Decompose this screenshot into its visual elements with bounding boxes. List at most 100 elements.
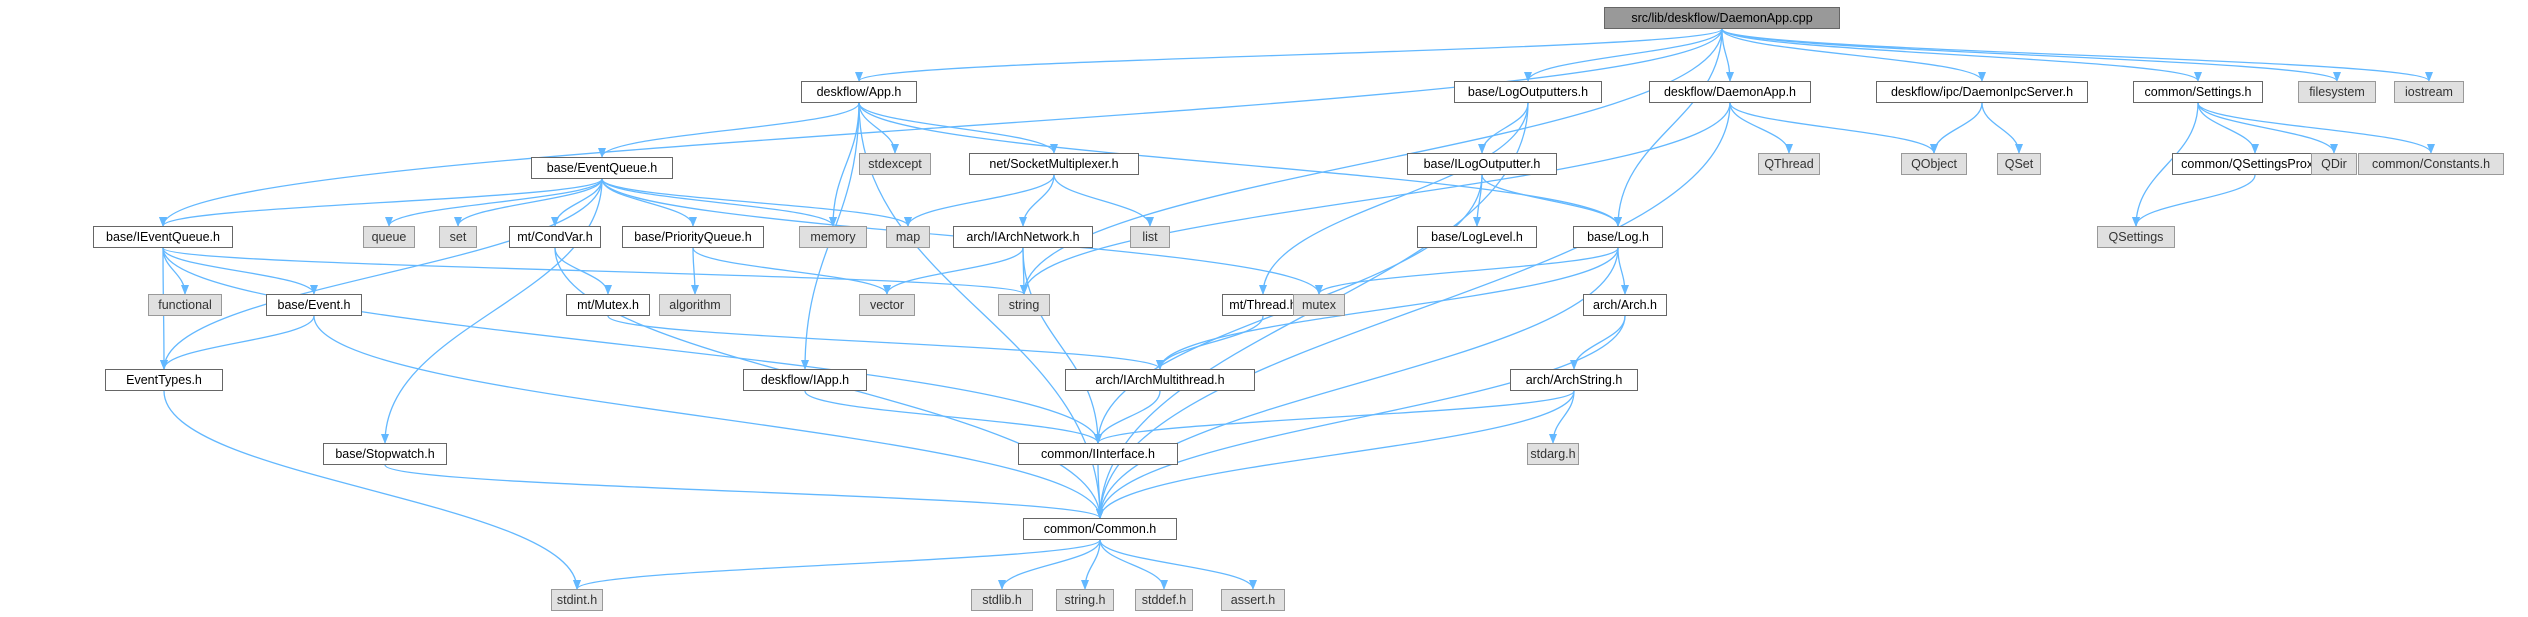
edge-app-to-memory: [829, 102, 860, 227]
edge-eventqueue-to-queue: [385, 178, 603, 227]
node-eventqueue[interactable]: base/EventQueue.h: [531, 157, 673, 179]
edge-qsetproxy-to-qsettings: [2132, 174, 2256, 227]
node-qsettings: QSettings: [2097, 226, 2175, 248]
node-queue: queue: [363, 226, 415, 248]
node-ieventqueue[interactable]: base/IEventQueue.h: [93, 226, 233, 248]
edge-eventqueue-to-eventtypes: [160, 178, 603, 370]
node-settings[interactable]: common/Settings.h: [2133, 81, 2263, 103]
node-qobject: QObject: [1901, 153, 1967, 175]
node-ipc[interactable]: deskflow/ipc/DaemonIpcServer.h: [1876, 81, 2088, 103]
node-loglevel[interactable]: base/LogLevel.h: [1417, 226, 1537, 248]
node-filesystem: filesystem: [2298, 81, 2376, 103]
node-stringh: string.h: [1056, 589, 1114, 611]
edge-ipc-to-qset: [1981, 102, 2023, 154]
edge-daemonapp-to-qobject: [1729, 102, 1938, 154]
edge-app-to-eventqueue: [598, 102, 860, 158]
edge-root-to-settings: [1721, 28, 2202, 82]
node-archstring[interactable]: arch/ArchString.h: [1510, 369, 1638, 391]
edge-ieventqueue-to-string: [162, 247, 1028, 295]
edge-log-to-mutex: [1315, 247, 1619, 295]
edge-settings-to-qdir: [2197, 102, 2338, 154]
node-qthread: QThread: [1758, 153, 1820, 175]
node-map: map: [886, 226, 930, 248]
edge-common-to-stddef: [1099, 539, 1168, 590]
edge-sockmux-to-map: [904, 174, 1055, 227]
node-stdexcept: stdexcept: [859, 153, 931, 175]
node-mutex: mutex: [1293, 294, 1345, 316]
node-qset: QSet: [1997, 153, 2041, 175]
edge-root-to-iostream: [1721, 28, 2433, 82]
edge-mutexh-to-iarchmt: [607, 315, 1164, 370]
node-list: list: [1130, 226, 1170, 248]
edge-root-to-app: [855, 28, 1723, 82]
node-functional: functional: [148, 294, 222, 316]
node-daemonapp[interactable]: deskflow/DaemonApp.h: [1649, 81, 1811, 103]
edge-event-to-common: [313, 315, 1104, 519]
node-qsetproxy[interactable]: common/QSettingsProxy.h: [2172, 153, 2338, 175]
edge-daemonapp-to-qthread: [1729, 102, 1793, 154]
node-sockmux[interactable]: net/SocketMultiplexer.h: [969, 153, 1139, 175]
node-eventtypes[interactable]: EventTypes.h: [105, 369, 223, 391]
edge-app-to-log: [858, 102, 1622, 227]
node-string: string: [998, 294, 1050, 316]
node-ilogout[interactable]: base/ILogOutputter.h: [1407, 153, 1557, 175]
node-common[interactable]: common/Common.h: [1023, 518, 1177, 540]
edge-prioqueue-to-vector: [692, 247, 891, 295]
node-event[interactable]: base/Event.h: [266, 294, 362, 316]
edge-eventqueue-to-ieventqueue: [159, 178, 603, 227]
node-root[interactable]: src/lib/deskflow/DaemonApp.cpp: [1604, 7, 1840, 29]
node-stdlib: stdlib.h: [971, 589, 1033, 611]
edge-app-to-stdexcept: [858, 102, 899, 154]
edge-root-to-ieventqueue: [159, 28, 1723, 227]
edge-condvar-to-mutexh: [554, 247, 612, 295]
edge-log-to-iarchmt: [1156, 247, 1619, 370]
node-iarchnet[interactable]: arch/IArchNetwork.h: [953, 226, 1093, 248]
node-algorithm: algorithm: [659, 294, 731, 316]
node-stddef: stddef.h: [1135, 589, 1193, 611]
edge-common-to-stdlib: [998, 539, 1101, 590]
edge-iarchnet-to-iinterface: [1022, 247, 1102, 444]
edge-settings-to-constants: [2197, 102, 2435, 154]
edge-app-to-sockmux: [858, 102, 1058, 154]
edge-ipc-to-qobject: [1930, 102, 1983, 154]
edge-thread-to-iarchmt: [1156, 315, 1264, 370]
node-iapp[interactable]: deskflow/IApp.h: [743, 369, 867, 391]
edge-archstring-to-stdarg: [1549, 390, 1575, 444]
node-condvar[interactable]: mt/CondVar.h: [509, 226, 601, 248]
edge-eventqueue-to-stopwatch: [381, 178, 603, 444]
edge-archstring-to-iinterface: [1094, 390, 1575, 444]
node-arch[interactable]: arch/Arch.h: [1583, 294, 1667, 316]
edge-settings-to-qsettings: [2132, 102, 2199, 227]
edge-root-to-logout: [1524, 28, 1723, 82]
node-log[interactable]: base/Log.h: [1573, 226, 1663, 248]
edge-arch-to-archstring: [1570, 315, 1626, 370]
edge-ieventqueue-to-iinterface: [162, 247, 1102, 444]
edge-eventqueue-to-map: [601, 178, 912, 227]
node-iarchmt[interactable]: arch/IArchMultithread.h: [1065, 369, 1255, 391]
edge-iarchmt-to-iinterface: [1094, 390, 1161, 444]
node-logout[interactable]: base/LogOutputters.h: [1454, 81, 1602, 103]
edge-event-to-eventtypes: [160, 315, 315, 370]
node-prioqueue[interactable]: base/PriorityQueue.h: [622, 226, 764, 248]
node-app[interactable]: deskflow/App.h: [801, 81, 917, 103]
edge-settings-to-qsetproxy: [2197, 102, 2259, 154]
edge-log-to-arch: [1617, 247, 1629, 295]
node-mutexh[interactable]: mt/Mutex.h: [566, 294, 650, 316]
edge-root-to-log: [1614, 28, 1723, 227]
edge-common-to-stdint: [573, 539, 1101, 590]
edge-iinterface-to-common: [1095, 464, 1104, 519]
edge-root-to-ipc: [1721, 28, 1986, 82]
node-set: set: [439, 226, 477, 248]
node-stopwatch[interactable]: base/Stopwatch.h: [323, 443, 447, 465]
edge-common-to-assert: [1099, 539, 1257, 590]
node-memory: memory: [799, 226, 867, 248]
node-thread[interactable]: mt/Thread.h: [1222, 294, 1304, 316]
edge-common-to-stringh: [1081, 539, 1101, 590]
node-vector: vector: [859, 294, 915, 316]
edge-eventtypes-to-stdint: [163, 390, 581, 590]
edge-ieventqueue-to-functional: [162, 247, 189, 295]
node-iinterface[interactable]: common/IInterface.h: [1018, 443, 1178, 465]
node-constants: common/Constants.h: [2358, 153, 2504, 175]
edge-prioqueue-to-algorithm: [690, 247, 699, 295]
